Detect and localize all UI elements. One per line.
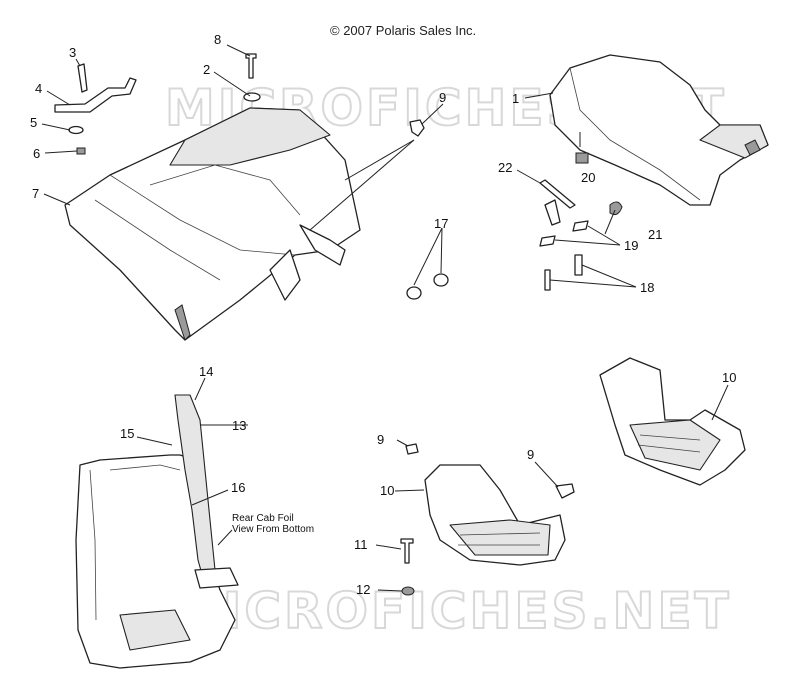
latch-rod-part-22 [539,179,576,226]
callout-10-right: 10 [722,370,736,385]
rod-part-4 [54,77,137,113]
washer-part-5 [68,125,84,135]
callout-20: 20 [581,170,595,185]
pin-part-18 [544,254,583,291]
rivet-part-9-a [405,443,419,455]
callout-9-top: 9 [439,90,446,105]
callout-6: 6 [33,146,40,161]
clip-part-19 [539,220,589,247]
callout-2: 2 [203,62,210,77]
callout-17: 17 [434,216,448,231]
callout-4: 4 [35,81,42,96]
leader-lines [41,44,729,592]
bolt-part-11 [400,538,414,564]
callout-labels: 1 2 3 4 5 6 7 8 9 9 9 10 10 11 12 13 14 … [30,32,736,597]
inset-note-line1: Rear Cab Foil [232,513,294,524]
callout-12: 12 [356,582,370,597]
callout-7: 7 [32,186,39,201]
copyright-text: © 2007 Polaris Sales Inc. [330,23,476,38]
seat-part [549,54,769,206]
nut-part-12 [401,586,415,596]
rivet-part-9-top [409,119,425,137]
callout-22: 22 [498,160,512,175]
callout-1: 1 [512,91,519,106]
callout-14: 14 [199,364,213,379]
rear-cab-part [64,107,361,341]
callout-19: 19 [624,238,638,253]
bolt-part-8 [245,53,257,79]
callout-18: 18 [640,280,654,295]
callout-16: 16 [231,480,245,495]
callout-5: 5 [30,115,37,130]
footwell-right-part [599,357,746,486]
callout-21: 21 [648,227,662,242]
callout-15: 15 [120,426,134,441]
footwell-left-part [424,464,566,566]
callout-9-right: 9 [527,447,534,462]
callout-8: 8 [214,32,221,47]
callout-3: 3 [69,45,76,60]
callout-9-middle: 9 [377,432,384,447]
bumper-part-20 [575,152,589,164]
callout-10-left: 10 [380,483,394,498]
watermark-bottom: MICROFICHES.NET [170,582,732,640]
spring-part-21 [609,201,623,215]
rivet-part-9-b [555,483,575,499]
callout-13: 13 [232,418,246,433]
inset-note-line2: View From Bottom [232,524,314,535]
rear-cab-foil-inset [75,394,239,669]
bolt-part-3 [77,63,88,93]
nut-part-6 [76,147,86,155]
callout-11: 11 [354,537,368,552]
grommet-part-17 [406,273,449,300]
